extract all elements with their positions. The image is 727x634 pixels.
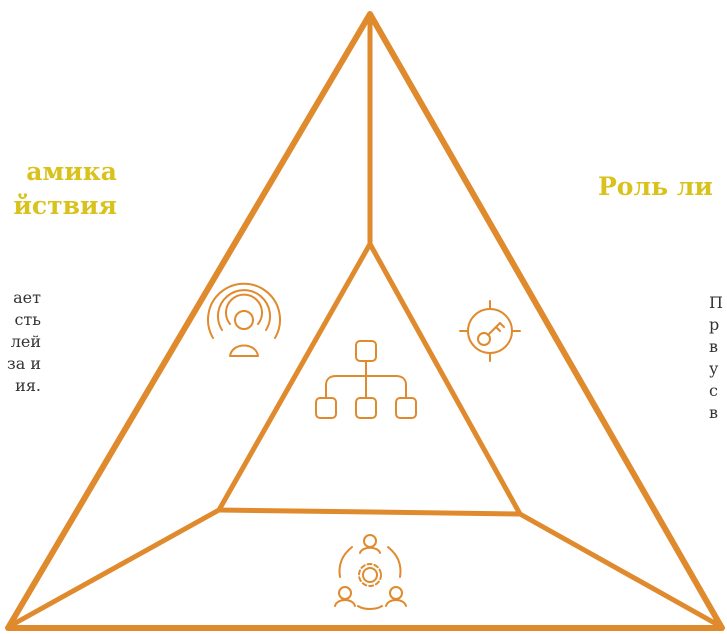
right-section-body: П р в у с в	[709, 292, 723, 424]
hierarchy-org-chart-icon	[315, 340, 417, 419]
right-body-line-1: П	[709, 293, 723, 312]
left-section-body: ает сть лей за и ия.	[7, 287, 41, 397]
right-body-line-6: в	[709, 403, 719, 422]
left-body-line-5: ия.	[15, 376, 41, 395]
outer-triangle	[5, 11, 725, 631]
left-body-line-3: лей	[10, 332, 41, 351]
left-body-line-1: ает	[13, 288, 41, 307]
connector-lines	[7, 13, 723, 629]
right-body-line-5: с	[709, 381, 718, 400]
right-heading-line-1: Роль ли	[598, 172, 713, 201]
team-gear-icon	[334, 534, 407, 610]
left-body-line-2: сть	[14, 310, 41, 329]
broadcast-person-icon	[207, 282, 281, 357]
inner-triangle	[216, 241, 523, 517]
right-section-heading: Роль ли	[598, 170, 713, 204]
right-body-line-3: в	[709, 337, 719, 356]
right-body-line-2: р	[709, 315, 720, 334]
left-body-line-4: за и	[6, 354, 41, 373]
key-target-icon	[459, 300, 521, 362]
left-heading-line-2: йствия	[13, 191, 117, 220]
left-heading-line-1: амика	[26, 157, 117, 186]
left-section-heading: амика йствия	[13, 155, 117, 223]
right-body-line-4: у	[709, 359, 719, 378]
